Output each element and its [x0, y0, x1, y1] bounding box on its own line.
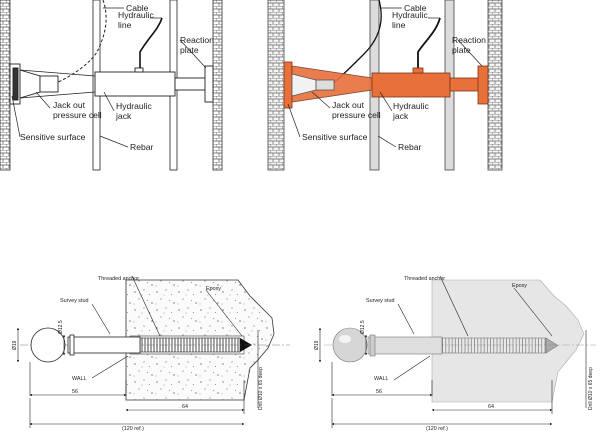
wall-label: WALL	[72, 376, 86, 382]
epoxy-label: Epoxy	[206, 286, 221, 292]
left-brick-wall	[0, 0, 11, 171]
jack-out-label-1: Jack out	[53, 100, 86, 110]
reaction-plate-label-2: plate	[180, 45, 199, 55]
threaded-anchor-label: Threaded anchor	[404, 276, 445, 282]
left-brick-wall	[267, 0, 285, 171]
anchor-tip	[545, 337, 559, 354]
rebar-label: Rebar	[130, 142, 154, 152]
dia-12-5-label: Ø12.5	[58, 320, 64, 334]
cable-label: Cable	[404, 3, 427, 13]
hydraulic-jack-label-1: Hydraulic	[393, 101, 430, 111]
threaded-anchor	[439, 337, 547, 354]
dim-64-label: 64	[488, 404, 494, 410]
hydraulic-line-label-2: line	[392, 20, 406, 30]
panel-top-right: Cable Hydraulic line Reaction plate Jack…	[267, 0, 503, 171]
dia-12-5-label: Ø12.5	[360, 320, 366, 334]
dim-56-label: 56	[376, 389, 382, 395]
hydraulic-jack-label-1: Hydraulic	[116, 101, 153, 111]
survey-stud	[30, 327, 141, 363]
wall-label: WALL	[374, 376, 388, 382]
survey-stud-label: Survey stud	[60, 298, 88, 304]
reaction-plate-label-1: Reaction	[180, 35, 214, 45]
pressure-cell-assembly	[9, 63, 214, 105]
dim-120-label: (120 ref.)	[122, 426, 144, 432]
jack-out-label-2: pressure cell	[53, 110, 102, 120]
hydraulic-line-label-1: Hydraulic	[118, 10, 155, 20]
hydraulic-line	[417, 17, 441, 70]
right-brick-wall	[212, 0, 223, 171]
panel-top-left: Cable Hydraulic line Reaction plate Jack…	[0, 0, 223, 171]
pressure-cell-assembly	[283, 61, 489, 109]
survey-stud	[332, 327, 443, 363]
hydraulic-line-label-2: line	[118, 20, 132, 30]
jack-out-label-2: pressure cell	[332, 110, 381, 120]
sensitive-surface-label: Sensitive surface	[20, 132, 86, 142]
hydraulic-line-label-1: Hydraulic	[392, 10, 429, 20]
dim-56-label: 56	[72, 389, 78, 395]
right-brick-wall	[487, 0, 503, 171]
cable-label: Cable	[126, 3, 149, 13]
survey-stud-label: Survey stud	[366, 298, 394, 304]
drill-label: Drill Ø10 x 65 deep	[258, 367, 264, 410]
dimension-lines	[16, 275, 259, 428]
cable	[53, 0, 107, 85]
rebar-label: Rebar	[398, 142, 422, 152]
epoxy-label: Epoxy	[512, 283, 527, 289]
leader-lines	[287, 7, 483, 148]
panel-bottom-left: Threaded anchor Epoxy Survey stud Ø12.5 …	[12, 275, 290, 432]
hydraulic-line	[139, 17, 163, 70]
reaction-plate-label-1: Reaction	[452, 35, 486, 45]
dia-19-label: Ø19	[314, 340, 320, 350]
dim-120-label: (120 ref.)	[426, 426, 448, 432]
drill-label: Drill Ø10 x 65 deep	[588, 367, 594, 410]
hydraulic-jack-label-2: jack	[392, 111, 409, 121]
dimension-lines	[318, 275, 587, 428]
threaded-anchor-label: Threaded anchor	[98, 276, 139, 282]
leader-lines	[11, 7, 207, 148]
panel-bottom-right: Threaded anchor Epoxy Survey stud Ø12.5 …	[314, 275, 596, 432]
sensitive-surface-label: Sensitive surface	[302, 132, 368, 142]
jack-out-label-1: Jack out	[332, 100, 365, 110]
dia-19-label: Ø19	[12, 340, 18, 350]
dim-64-label: 64	[182, 404, 188, 410]
hydraulic-jack-label-2: jack	[115, 111, 132, 121]
reaction-plate-label-2: plate	[452, 45, 471, 55]
